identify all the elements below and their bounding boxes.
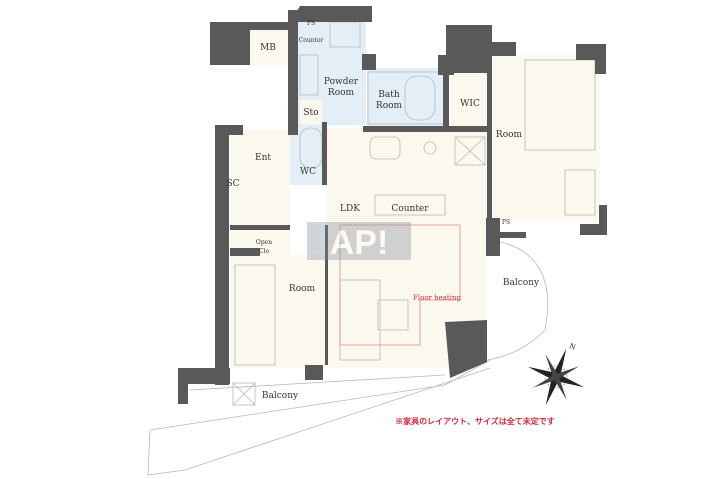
label-open-clo-1: Open — [256, 239, 272, 246]
label-sto: Sto — [303, 108, 318, 118]
watermark: AP! — [307, 222, 411, 262]
compass-north-label: N — [568, 342, 576, 352]
label-powder-room-1: Powder — [324, 77, 359, 87]
label-open-clo-2: Clo — [259, 248, 270, 255]
label-ps-top: PS — [307, 20, 315, 27]
room-right — [492, 55, 600, 220]
label-room-left: Room — [289, 284, 316, 294]
label-ent: Ent — [255, 153, 271, 163]
fixtures — [147, 21, 596, 476]
label-ldk: LDK — [340, 204, 360, 214]
walls — [178, 6, 607, 404]
wic — [450, 70, 490, 130]
label-ps-right: PS — [502, 219, 510, 226]
label-powder-room-2: Room — [328, 88, 355, 98]
compass-rose-icon: N — [527, 342, 585, 406]
room-labels: MB PS Counter Powder Room Bath Room Sto … — [226, 20, 554, 426]
label-sc: SC — [226, 179, 239, 189]
furniture-note: ※家具のレイアウト、サイズは全て未定です — [395, 416, 555, 426]
label-wic: WIC — [460, 99, 480, 109]
label-balcony-right: Balcony — [503, 278, 540, 288]
mb-closet — [250, 30, 288, 65]
label-balcony-bottom: Balcony — [262, 391, 299, 401]
svg-text:AP!: AP! — [330, 224, 389, 262]
label-counter: Counter — [391, 204, 429, 214]
bath-room — [367, 68, 447, 128]
room-left — [230, 255, 327, 368]
label-counter-small: Counter — [299, 37, 324, 44]
storage — [300, 100, 322, 124]
label-bath-room-2: Room — [376, 101, 403, 111]
entrance-area — [230, 130, 290, 258]
label-floor-heating: Floor heating — [413, 294, 461, 302]
label-mb: MB — [260, 43, 276, 53]
label-bath-room-1: Bath — [378, 90, 400, 100]
label-wc: WC — [300, 167, 316, 177]
label-room-right: Room — [496, 130, 523, 140]
